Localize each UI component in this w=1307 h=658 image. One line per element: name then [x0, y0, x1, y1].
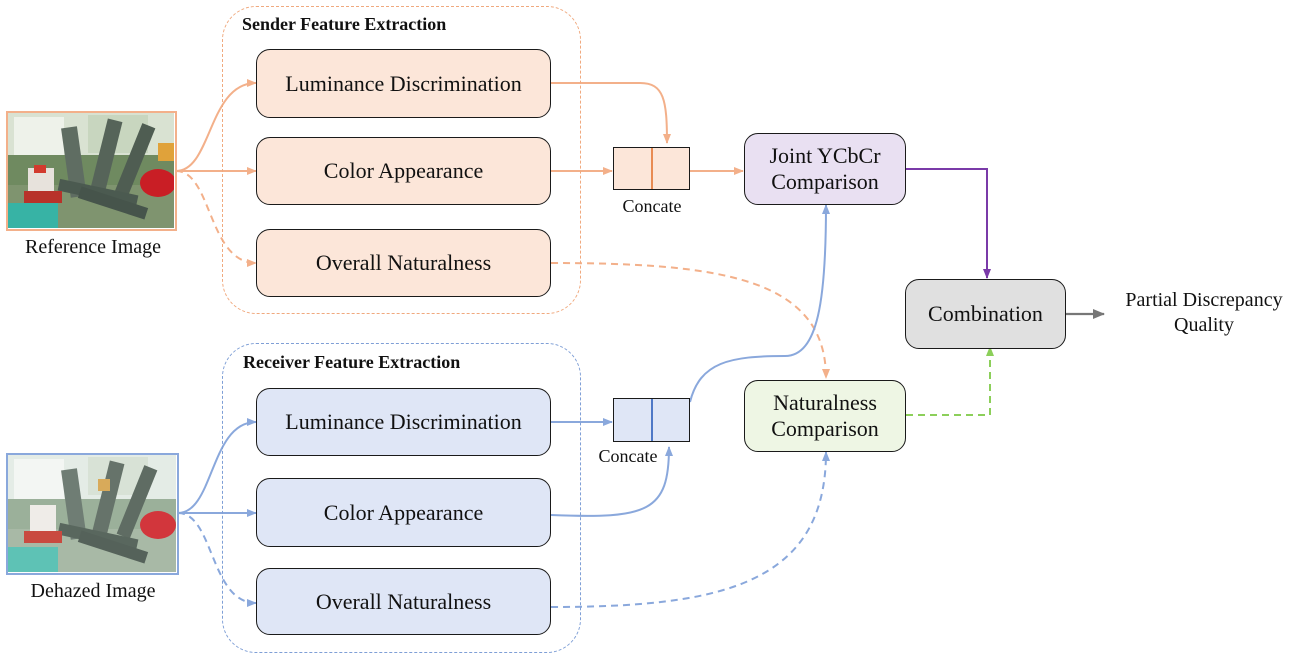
- dehazed-image-label: Dehazed Image: [30, 580, 156, 602]
- arrow-sender-naturalness-to-comparison: [550, 262, 830, 379]
- sender-overall-naturalness-box: Overall Naturalness: [256, 229, 551, 297]
- sender-concat-right: [652, 148, 689, 189]
- receiver-concat-label: Concate: [598, 446, 658, 466]
- naturalness-comparison-line2: Comparison: [771, 416, 879, 441]
- output-line1: Partial Discrepancy: [1125, 289, 1283, 311]
- reference-photo-illustration: [8, 113, 174, 228]
- dehazed-photo-illustration: [8, 455, 176, 572]
- receiver-concat-left: [614, 399, 653, 441]
- sender-concat-label: Concate: [622, 196, 682, 216]
- arrow-receiver-naturalness-to-comparison: [550, 451, 830, 608]
- output-label: Partial Discrepancy Quality: [1106, 288, 1302, 338]
- sender-concat-block: [613, 147, 690, 190]
- receiver-group-title: Receiver Feature Extraction: [243, 352, 461, 372]
- dehazed-image: [6, 453, 179, 575]
- joint-comparison-line1: Joint YCbCr: [769, 143, 881, 168]
- combination-box: Combination: [905, 279, 1066, 349]
- naturalness-comparison-line1: Naturalness: [773, 390, 877, 415]
- arrow-deh-to-luminance: [177, 418, 257, 514]
- receiver-color-appearance-box: Color Appearance: [256, 478, 551, 547]
- receiver-luminance-discrimination-box: Luminance Discrimination: [256, 388, 551, 456]
- sender-concat-left: [614, 148, 653, 189]
- sender-group-title: Sender Feature Extraction: [242, 14, 447, 34]
- receiver-concat-right: [652, 399, 689, 441]
- arrow-naturalness-to-combination: [906, 346, 994, 416]
- sender-group-frame: [222, 6, 581, 314]
- arrow-receiver-color-to-concat: [550, 446, 673, 517]
- joint-comparison-line2: Comparison: [771, 169, 879, 194]
- reference-image-label: Reference Image: [24, 236, 161, 258]
- arrow-receiver-concat-to-joint: [689, 204, 830, 403]
- sender-color-appearance-box: Color Appearance: [256, 137, 551, 205]
- arrow-joint-to-combination: [906, 168, 991, 279]
- arrow-deh-to-naturalness: [177, 512, 257, 607]
- receiver-group-frame: [222, 343, 581, 653]
- joint-ycbcr-comparison-box: Joint YCbCr Comparison: [744, 133, 906, 205]
- receiver-overall-naturalness-box: Overall Naturalness: [256, 568, 551, 635]
- reference-image: [6, 111, 177, 231]
- output-line2: Quality: [1174, 314, 1234, 336]
- reference-to-sender-arrows: [175, 79, 257, 267]
- arrow-ref-to-naturalness: [175, 170, 257, 267]
- arrow-sender-luminance-to-concat: [551, 82, 671, 144]
- receiver-concat-block: [613, 398, 690, 442]
- dehazed-to-receiver-arrows: [177, 418, 257, 607]
- naturalness-comparison-box: Naturalness Comparison: [744, 380, 906, 452]
- arrow-ref-to-luminance: [175, 79, 257, 172]
- sender-luminance-discrimination-box: Luminance Discrimination: [256, 49, 551, 118]
